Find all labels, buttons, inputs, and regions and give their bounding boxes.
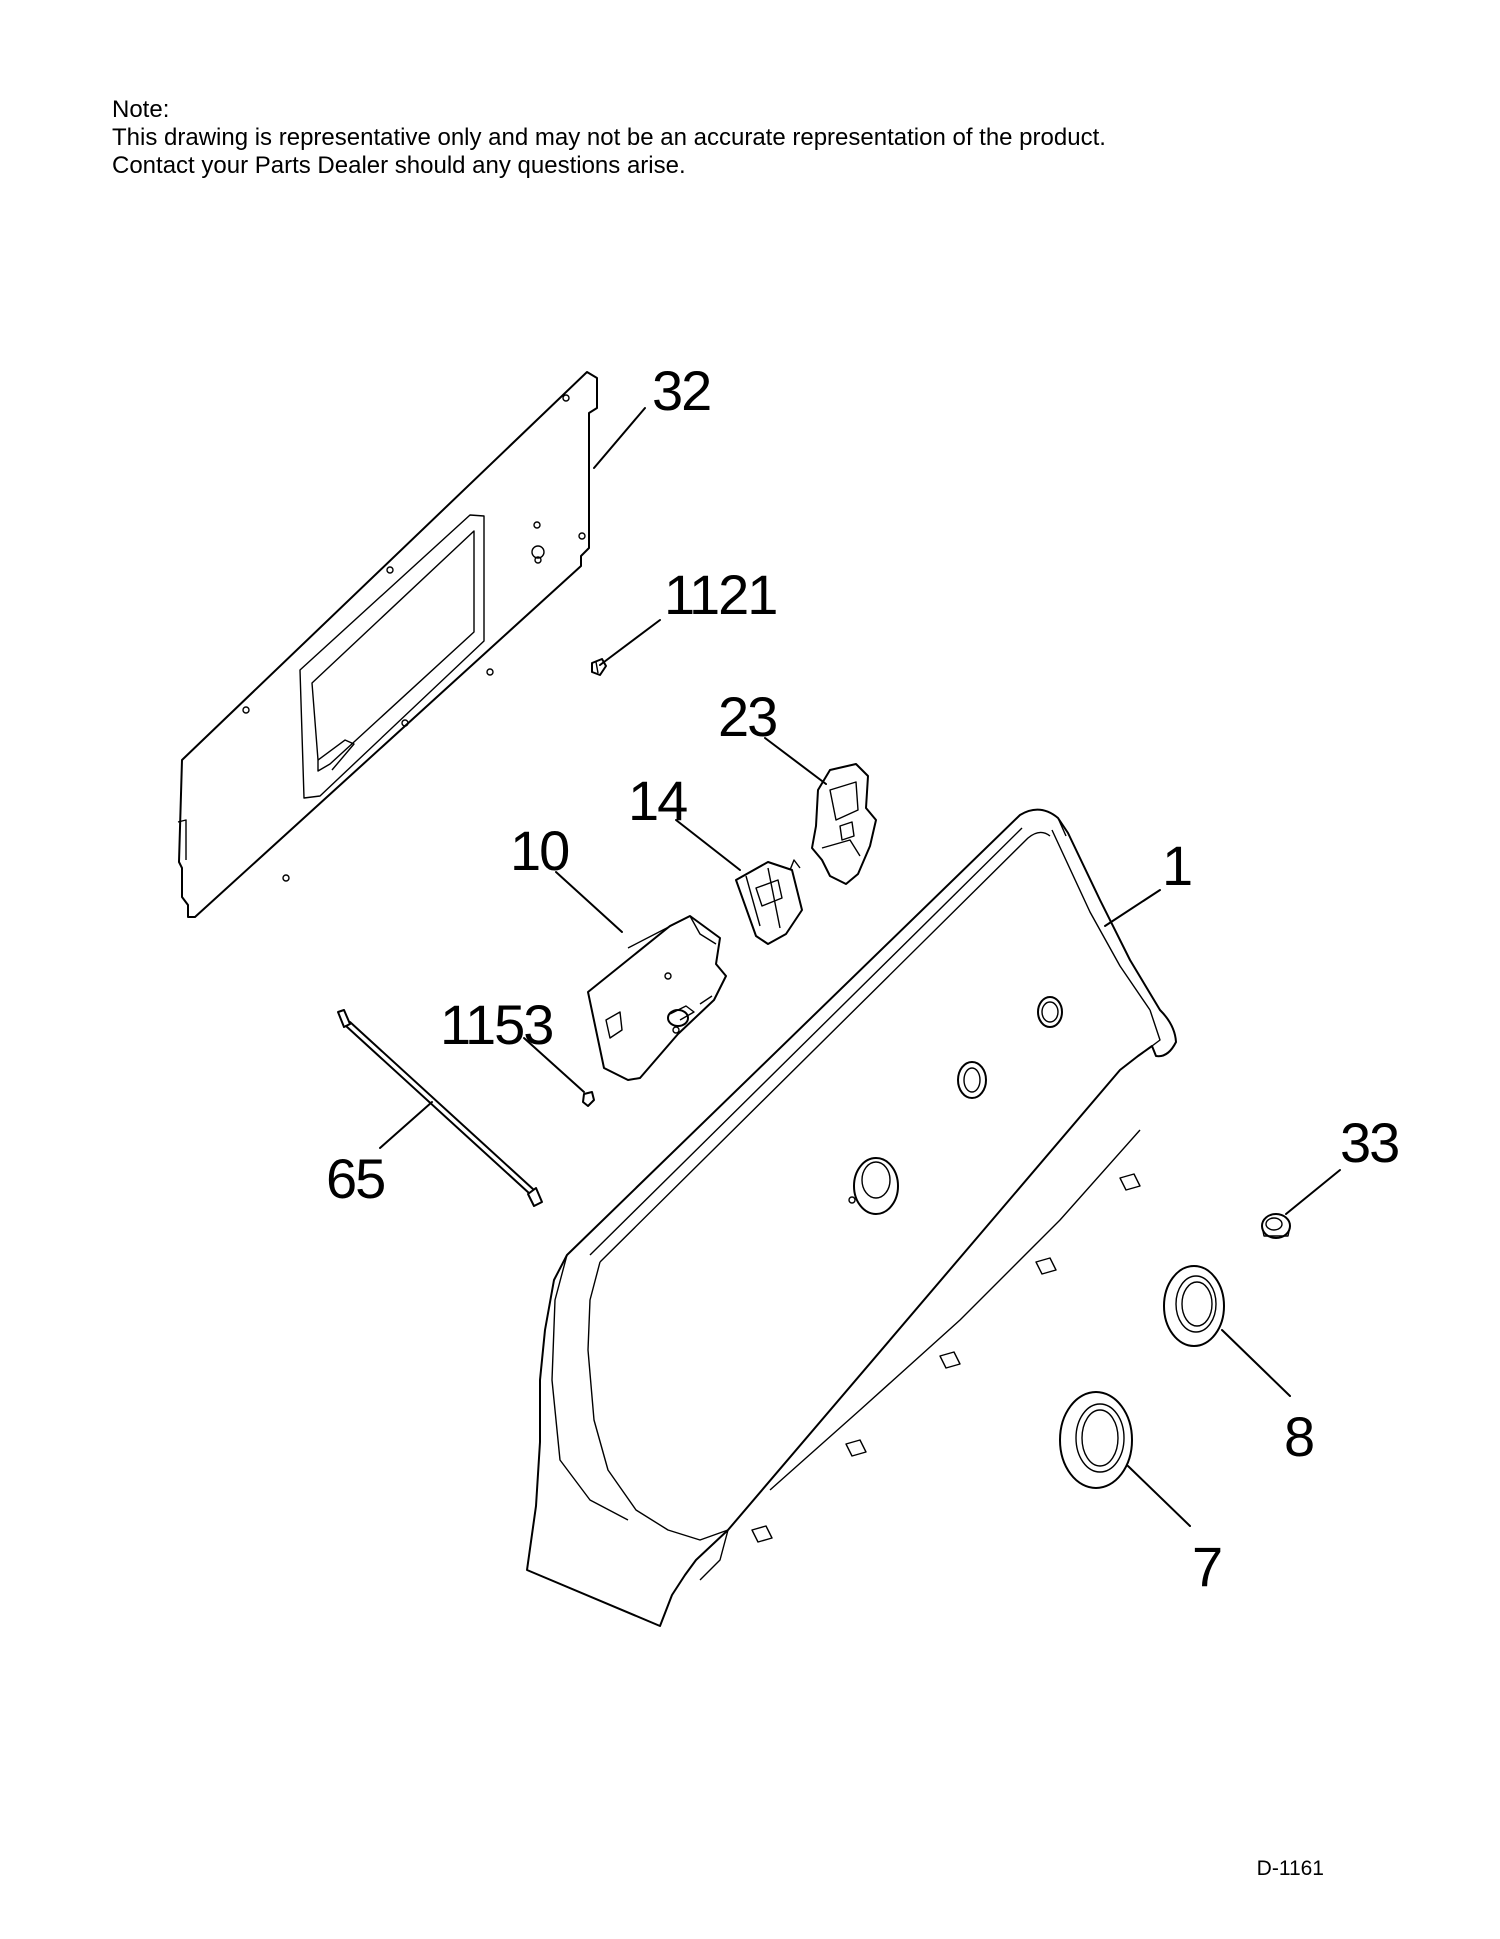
leader-32 [593, 407, 646, 469]
disclaimer-note: Note: This drawing is representative onl… [112, 96, 1106, 180]
label-65: 65 [326, 1147, 384, 1210]
part-1-console [526, 808, 1177, 1627]
label-1: 1 [1162, 834, 1191, 897]
label-7: 7 [1192, 1535, 1221, 1598]
leader-8 [1221, 1329, 1291, 1397]
leader-10 [555, 871, 623, 933]
note-heading: Note: [112, 96, 170, 123]
leader-23 [764, 737, 827, 785]
label-33: 33 [1340, 1111, 1398, 1174]
diagram-code: D-1161 [1256, 1857, 1324, 1880]
part-32-rear-panel [177, 371, 598, 918]
leader-1121 [599, 619, 661, 666]
leader-1 [1104, 889, 1161, 927]
label-23: 23 [718, 685, 776, 748]
part-23-switch [811, 763, 877, 885]
leader-lines [379, 407, 1341, 1527]
label-8: 8 [1284, 1405, 1313, 1468]
part-labels: 32 1121 23 14 10 1 1153 65 33 8 7 [326, 359, 1400, 1598]
part-7-bezel [1059, 1391, 1133, 1489]
part-8-bezel [1163, 1265, 1225, 1347]
label-1121: 1121 [664, 563, 776, 626]
part-65-wire-harness [337, 1009, 543, 1207]
label-14: 14 [628, 769, 687, 832]
note-line-2: Contact your Parts Dealer should any que… [112, 152, 686, 179]
part-33-button [1261, 1213, 1291, 1239]
part-1153-screw [582, 1091, 595, 1107]
leader-1153 [523, 1037, 585, 1093]
label-10: 10 [510, 819, 568, 882]
note-line-1: This drawing is representative only and … [112, 124, 1106, 151]
leader-33 [1285, 1169, 1341, 1215]
leader-65 [379, 1101, 433, 1149]
part-10-timer [587, 915, 727, 1081]
label-1153: 1153 [440, 993, 552, 1056]
label-32: 32 [652, 359, 710, 422]
leader-7 [1127, 1465, 1191, 1527]
part-14-switch-bracket [735, 859, 803, 945]
leader-14 [675, 819, 741, 871]
